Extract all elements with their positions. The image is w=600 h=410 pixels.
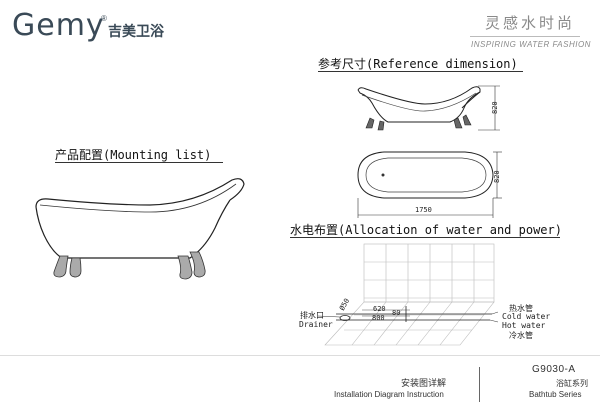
mounting-title-underline <box>55 162 223 163</box>
registered-mark: ® <box>101 14 107 23</box>
dimension-800-label: 800 <box>372 314 385 322</box>
water-power-title-underline <box>290 237 560 238</box>
reference-title-underline <box>318 71 523 72</box>
slogan-chinese: 灵感水时尚 <box>485 14 576 32</box>
footer-vertical-divider <box>479 367 480 402</box>
cold-water-pipe-chinese: 冷水管 <box>509 331 533 340</box>
hot-water-english: Hot water <box>502 321 546 330</box>
brand-logo: Gemy <box>12 8 105 43</box>
drainer-label-chinese: 排水口 <box>300 311 324 320</box>
water-power-title: 水电布置(Allocation of water and power) <box>290 223 562 237</box>
dimension-80-label: 80 <box>392 309 401 317</box>
slogan-divider <box>470 36 580 37</box>
cold-water-english: Cold water <box>502 312 551 321</box>
model-number: G9030-A <box>532 364 576 375</box>
hot-water-pipe-chinese: 热水管 <box>509 304 533 313</box>
footer-doc-title-english: Installation Diagram Instruction <box>334 390 444 399</box>
footer-doc-title-chinese: 安装图详解 <box>401 378 447 388</box>
length-dimension-label: 1750 <box>415 206 432 214</box>
reference-title: 参考尺寸(Reference dimension) <box>318 57 518 71</box>
drainer-label-english: Drainer <box>299 320 333 329</box>
brand-chinese-name: 吉美卫浴 <box>108 23 164 39</box>
footer-divider <box>0 355 600 356</box>
dimension-620-label: 620 <box>373 305 386 313</box>
mounting-title: 产品配置(Mounting list) <box>55 148 212 162</box>
slogan-english: INSPIRING WATER FASHION <box>471 40 591 49</box>
series-chinese: 浴缸系列 <box>556 379 588 388</box>
series-english: Bathtub Series <box>529 390 582 399</box>
